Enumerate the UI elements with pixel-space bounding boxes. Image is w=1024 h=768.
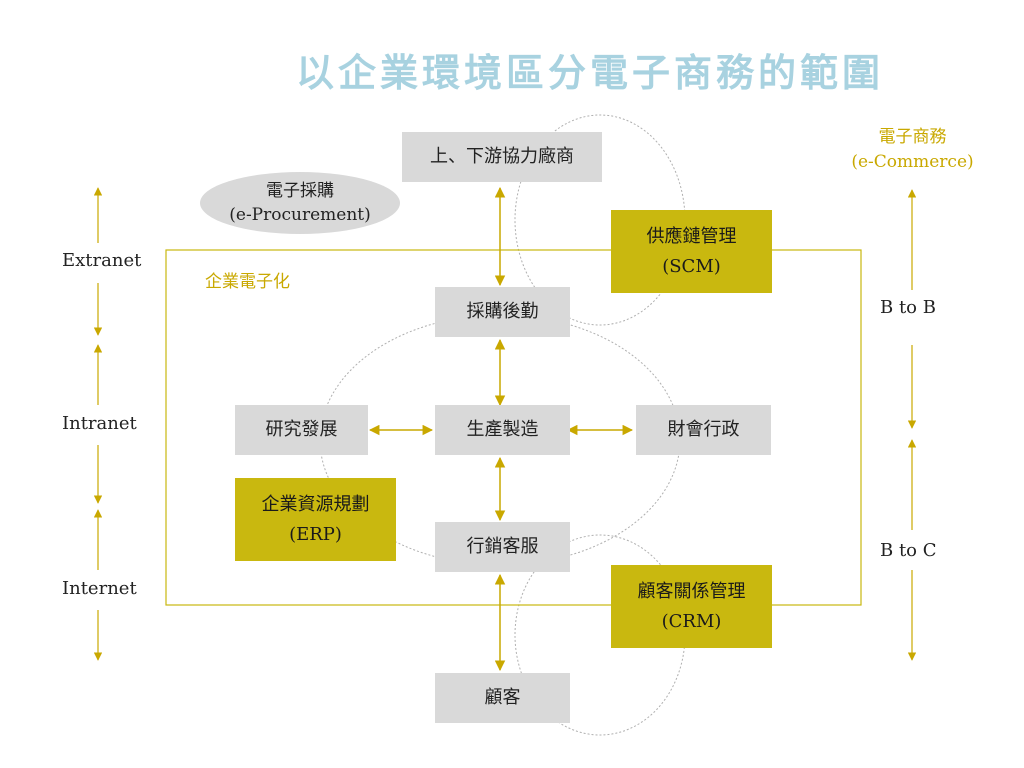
erp-node: 企業資源規劃 (ERP)	[235, 478, 396, 561]
finance-label: 財會行政	[667, 419, 740, 440]
enterprise-boundary	[165, 249, 862, 606]
eprocurement-node: 電子採購 (e-Procurement)	[200, 172, 400, 234]
suppliers-node: 上、下游協力廠商	[402, 132, 602, 182]
scm-label-zh: 供應鏈管理	[646, 225, 737, 247]
ecommerce-label-en: (e-Commerce)	[851, 152, 974, 172]
extranet-label: Extranet	[62, 250, 142, 271]
purchasing-node: 採購後勤	[435, 287, 570, 337]
crm-node: 顧客關係管理 (CRM)	[611, 565, 772, 648]
scm-label-en: (SCM)	[662, 255, 721, 277]
customer-label: 顧客	[484, 687, 521, 708]
internet-label: Internet	[62, 578, 137, 599]
crm-label-zh: 顧客關係管理	[637, 580, 746, 602]
rnd-node: 研究發展	[235, 405, 368, 455]
eprocurement-label-zh: 電子採購	[266, 181, 334, 201]
erp-label-en: (ERP)	[289, 523, 342, 545]
erp-label-zh: 企業資源規劃	[261, 493, 370, 515]
scm-node: 供應鏈管理 (SCM)	[611, 210, 772, 293]
connectors	[368, 186, 634, 672]
production-node: 生產製造	[435, 405, 570, 455]
marketing-node: 行銷客服	[435, 522, 570, 572]
btob-label: B to B	[880, 297, 936, 318]
page-title: 以企業環境區分電子商務的範圍	[295, 50, 884, 95]
crm-label-en: (CRM)	[661, 610, 722, 632]
marketing-label: 行銷客服	[466, 536, 539, 557]
rnd-label: 研究發展	[265, 419, 338, 440]
btoc-label: B to C	[880, 540, 937, 561]
customer-node: 顧客	[435, 673, 570, 723]
finance-node: 財會行政	[636, 405, 771, 455]
purchasing-label: 採購後勤	[466, 301, 539, 322]
suppliers-label: 上、下游協力廠商	[430, 146, 574, 167]
eprocurement-label-en: (e-Procurement)	[229, 205, 371, 225]
production-label: 生產製造	[466, 419, 539, 440]
ecommerce-label-zh: 電子商務	[878, 127, 947, 147]
enterprise-label: 企業電子化	[205, 272, 290, 292]
intranet-label: Intranet	[62, 413, 137, 434]
